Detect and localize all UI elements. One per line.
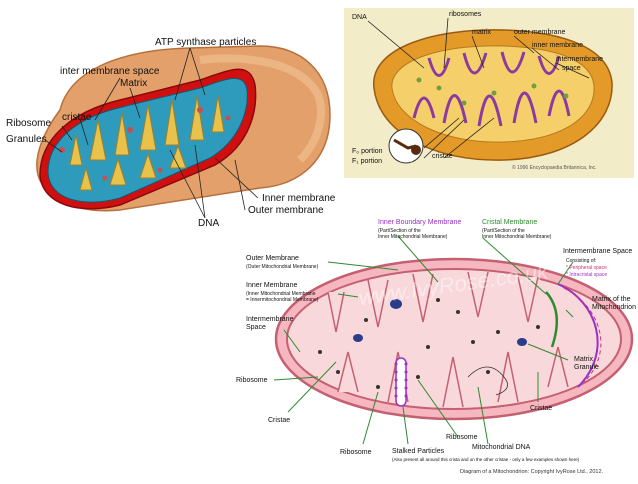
b-label-dna: DNA [352,14,367,21]
i-label-ims-right: Intermembrane Space [563,248,632,255]
i-label-cristae-right: Cristae [530,405,552,412]
b-label-cristae: cristae [432,153,453,160]
b-label-f0: F₀ portion [352,148,383,155]
i-label-stalked: Stalked Particles [392,448,444,455]
b-label-matrix: matrix [472,29,491,36]
i-label-matrix2: Mitochondrion [592,304,636,311]
mitochondrion-3d-diagram: ATP synthase particles inter membrane sp… [0,0,340,240]
i-label-ims-consisting: Consisting of: [566,258,596,264]
label-ribosome: Ribosome [6,118,51,129]
i-label-ims-left1: Intermembrane [246,316,293,323]
i-label-intracristal: * Intracristal space [566,272,607,278]
i-label-granule1: Matrix [574,356,593,363]
label-intermembrane-space: inter membrane space [60,66,160,77]
label-matrix: Matrix [120,78,147,89]
mitochondrion-ivyrose-diagram: Inner Boundary Membrane (Part/Section of… [228,212,638,479]
b-label-intermembrane: intermembrane [556,56,603,63]
b-label-ribosomes: ribosomes [449,11,481,18]
b-label-f1: F₁ portion [352,158,382,165]
i-label-inner-boundary-title: Inner Boundary Membrane [378,219,461,226]
i-label-stalked-sub: (Also present all around this crista and… [392,457,579,462]
b-label-inner-membrane: inner membrane [532,42,583,49]
i-label-cristal-sub2: Inner Mitochondrial Membrane) [482,234,551,240]
label-dna: DNA [198,218,219,229]
i-label-ims-left2: Space [246,324,266,331]
i-caption: Diagram of a Mitochondrion: Copyright Iv… [460,469,603,475]
i-label-inner-boundary-sub2: Inner Mitochondrial Membrane) [378,234,447,240]
mitochondrion-britannica-diagram: DNA ribosomes matrix outer membrane inne… [344,8,634,178]
i-label-cristae-left: Cristae [268,417,290,424]
b-label-space: space [562,65,581,72]
label-atp-synthase: ATP synthase particles [155,37,256,48]
i-label-cristal: Cristal Membrane [482,219,537,226]
label-granules: Granules [6,134,47,145]
label-cristae: cristae [62,112,91,123]
i-label-inner-sub2: = Innermitochondrial Membrane) [246,297,318,303]
i-label-matrix1: Matrix of the [592,296,631,303]
i-label-ribosome-mid: Ribosome [446,434,478,441]
i-label-inner: Inner Membrane [246,282,297,289]
i-label-ribosome-left: Ribosome [236,377,268,384]
i-label-mtdna: Mitochondrial DNA [472,444,530,451]
i-label-peripheral: * Peripheral space [566,265,607,271]
b-copyright: © 1996 Encyclopaedia Britannica, Inc. [512,165,597,171]
i-label-ribosome-bottom: Ribosome [340,449,372,456]
i-label-granule2: Granule [574,364,599,371]
b-label-outer-membrane: outer membrane [514,29,565,36]
i-label-outer: Outer Membrane [246,255,299,262]
i-label-outer-sub: (Outer Mitochondrial Membrane) [246,264,318,270]
label-inner-membrane: Inner membrane [262,193,335,204]
